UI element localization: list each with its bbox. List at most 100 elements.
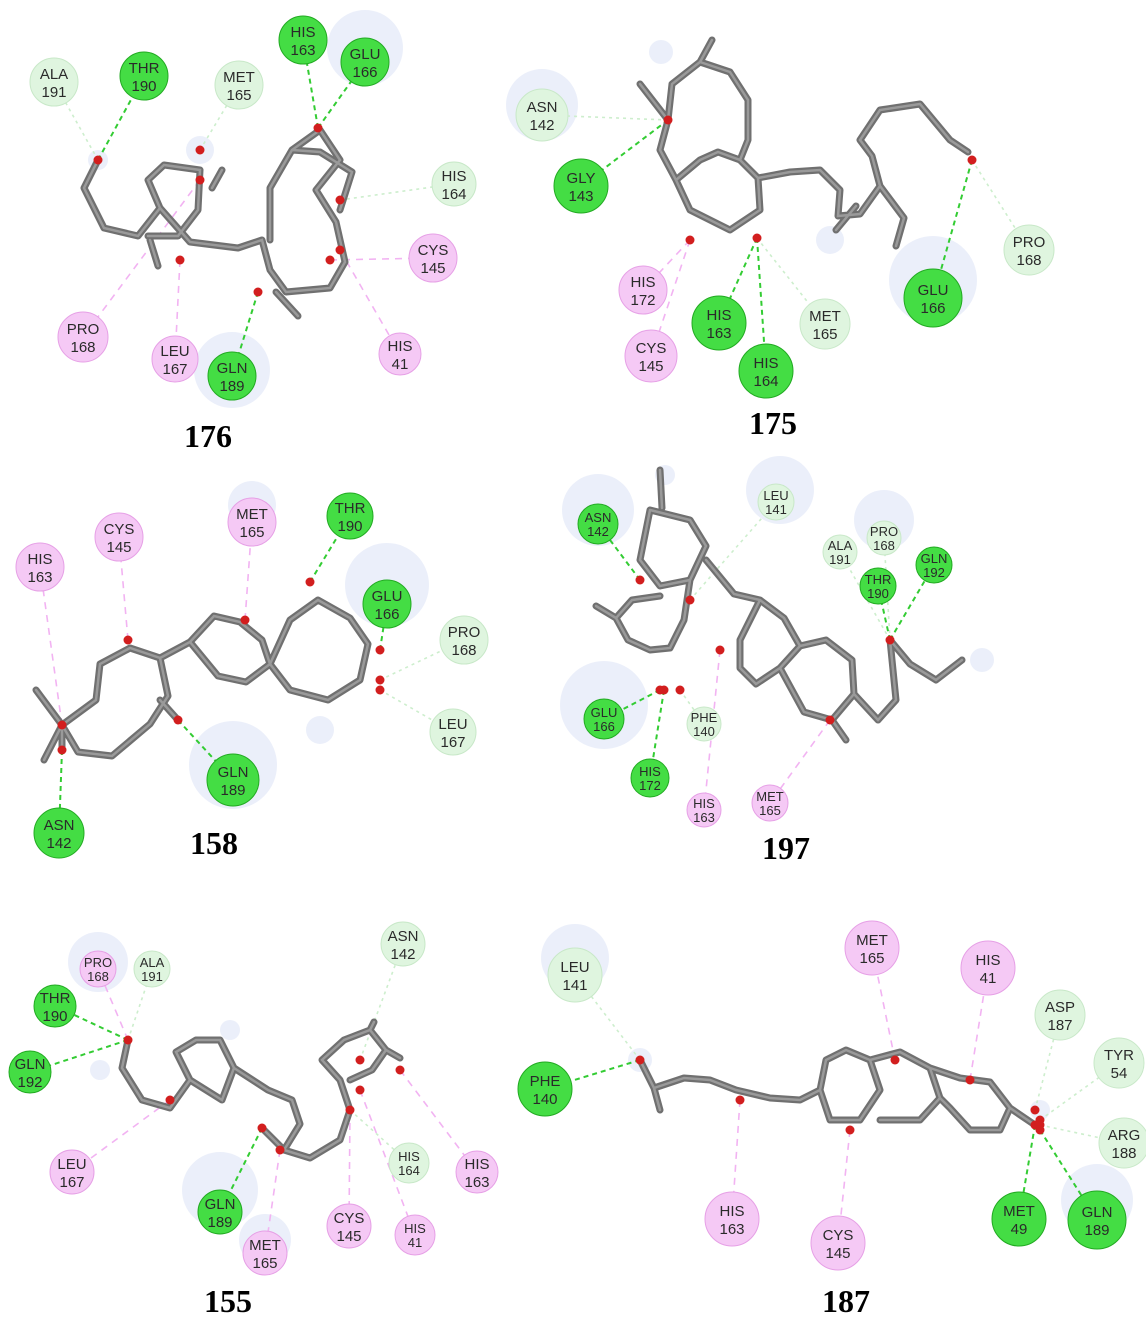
oxygen-atom [635, 575, 645, 585]
residue-number: 192 [17, 1074, 42, 1091]
residue-name: THR [865, 572, 892, 587]
residue-name: ASN [527, 99, 558, 116]
interaction-line-hbond [1018, 1124, 1036, 1220]
residue-bubble [378, 332, 422, 376]
compound-label: 187 [822, 1283, 870, 1319]
residue-name: PRO [84, 955, 112, 970]
residue-bubble [686, 706, 722, 742]
residue-bubble [151, 335, 199, 383]
residue-number: 163 [693, 810, 715, 825]
residue-name: HIS [706, 307, 731, 324]
residue-bubble [33, 807, 85, 859]
residue-bubble [751, 784, 789, 822]
residue-name: HIS [27, 551, 52, 568]
residue-name: HIS [639, 764, 661, 779]
oxygen-atom [752, 233, 762, 243]
oxygen-atom [1035, 1125, 1045, 1135]
residue-bubble [429, 708, 477, 756]
residue-number: 41 [980, 970, 997, 987]
residue-number: 163 [706, 325, 731, 342]
residue-bubble [362, 579, 412, 629]
residue-name: GLY [567, 170, 596, 187]
residue-name: ALA [140, 955, 165, 970]
oxygen-atom [195, 145, 205, 155]
residue-number: 166 [374, 606, 399, 623]
residue-name: PRO [448, 624, 481, 641]
oxygen-atom [123, 635, 133, 645]
residue-number: 164 [398, 1163, 420, 1178]
residue-name: ASN [388, 928, 419, 945]
residue-bubble [1093, 1037, 1145, 1089]
oxygen-atom [325, 255, 335, 265]
residue-name: GLN [921, 551, 948, 566]
interaction-line-vdw [127, 968, 153, 1041]
residue-bubble [624, 329, 678, 383]
residue-name: GLU [372, 588, 403, 605]
residue-name: CYS [334, 1210, 365, 1227]
interaction-line-alkyl [264, 1149, 281, 1254]
residue-name: HIS [975, 952, 1000, 969]
oxygen-atom [375, 645, 385, 655]
residue-name: LEU [763, 488, 788, 503]
residue-name: GLN [218, 764, 249, 781]
residue-name: THR [335, 500, 366, 517]
residue-number: 165 [759, 803, 781, 818]
residue-bubble [517, 1061, 573, 1117]
residue-bubble [214, 60, 264, 110]
oxygen-atom [825, 715, 835, 725]
oxygen-atom [967, 155, 977, 165]
residue-bubble [822, 534, 858, 570]
solvent-halo [970, 648, 994, 672]
compound-label: 197 [762, 830, 810, 866]
residue-name: MET [856, 932, 888, 949]
oxygen-atom [890, 1055, 900, 1065]
oxygen-atom [635, 1055, 645, 1065]
oxygen-atom [845, 1125, 855, 1135]
ligand-skeleton-highlight [638, 1048, 1037, 1132]
residue-name: THR [40, 990, 71, 1007]
interaction-line-hbond [603, 689, 661, 720]
interaction-line-alkyl [118, 536, 129, 641]
residue-bubble [960, 940, 1016, 996]
oxygen-atom [965, 1075, 975, 1085]
residue-bubble [618, 265, 668, 315]
oxygen-atom [345, 1105, 355, 1115]
residue-name: HIS [753, 355, 778, 372]
solvent-halo [90, 1060, 110, 1080]
residue-name: GLU [350, 46, 381, 63]
residue-number: 190 [337, 518, 362, 535]
interaction-line-alkyl [731, 1099, 741, 1220]
panel-197: ASN142LEU141ALA191PRO168THR190GLN192GLU1… [560, 456, 994, 866]
residue-bubble [547, 947, 603, 1003]
residue-number: 172 [639, 778, 661, 793]
oxygen-atom [735, 1095, 745, 1105]
residue-number: 166 [593, 719, 615, 734]
residue-name: ASN [44, 817, 75, 834]
residue-name: HIS [398, 1149, 420, 1164]
residue-bubble [408, 233, 458, 283]
residue-bubble [991, 1191, 1047, 1247]
